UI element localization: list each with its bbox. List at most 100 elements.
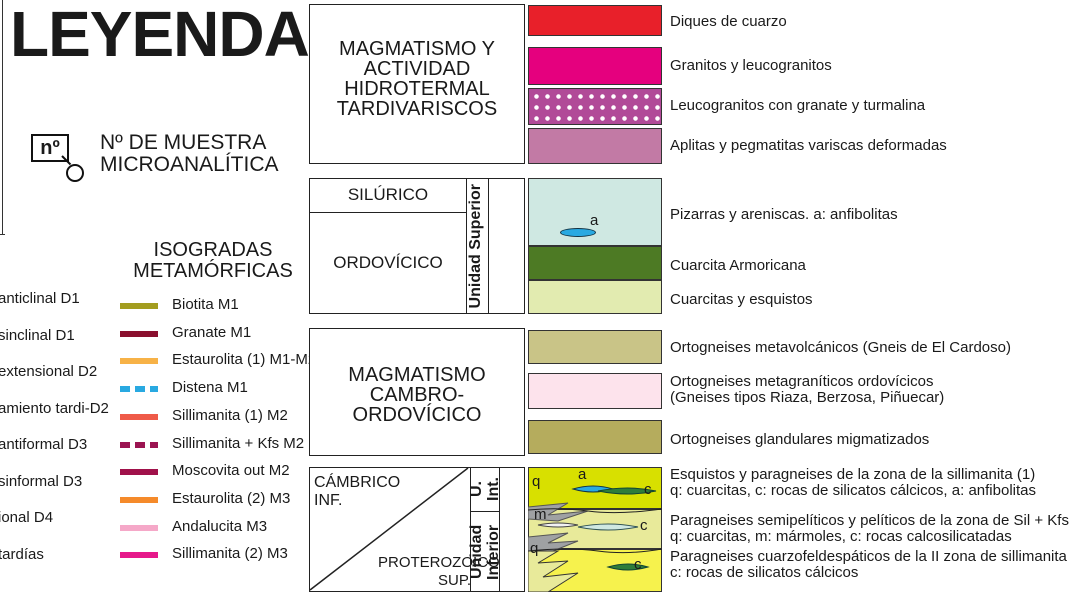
structure-label: ional D4	[0, 509, 54, 526]
unit-description: Ortogneises glandulares migmatizados	[670, 432, 929, 448]
unit-description-line: Paragneises semipelíticos y pelíticos de…	[670, 512, 1069, 529]
isogradas-title-line2: METAMÓRFICAS	[133, 260, 293, 282]
unit-boundary	[528, 508, 662, 514]
lens-symbol: a	[578, 466, 587, 483]
unit-swatch	[528, 420, 662, 454]
unit-swatch	[528, 178, 662, 246]
unit-description-line: c: rocas de silicatos cálcicos	[670, 564, 859, 581]
unit-description: Ortogneises metavolcánicos (Gneis de El …	[670, 340, 1011, 356]
isograd-swatch	[120, 496, 158, 503]
zigzag-boundary	[528, 550, 579, 592]
legend-title: LEYENDA	[10, 0, 310, 70]
proterozoico-label: PROTEROZOICO	[378, 554, 500, 571]
lens-symbol: m	[534, 506, 547, 523]
ordovicico-cell: ORDOVÍCICO	[310, 213, 467, 313]
calcsilicate-lens-2	[606, 563, 650, 571]
unit-description: Diques de cuarzo	[670, 14, 787, 30]
unit-description-line: (Gneises tipos Riaza, Berzosa, Piñuecar)	[670, 389, 945, 406]
unit-description-line: Ortogneises glandulares migmatizados	[670, 431, 930, 448]
unit-swatch	[528, 330, 662, 364]
lens-symbol: c	[644, 481, 652, 498]
ordovicico-label: ORDOVÍCICO	[333, 253, 443, 272]
isograd-label: Andalucita M3	[172, 517, 268, 535]
unit-description-line: Ortogneises metavolcánicos (Gneis de El …	[670, 339, 1011, 356]
lens-symbol: q	[532, 473, 541, 490]
u-int-cell: U. Int.	[468, 468, 502, 512]
isograd-swatch	[120, 441, 158, 448]
unit-description-line: Diques de cuarzo	[670, 13, 787, 30]
isograd-label: Sillimanita + Kfs M2	[172, 434, 305, 452]
unit-swatch	[528, 246, 662, 280]
unit-description: Granitos y leucogranitos	[670, 58, 832, 74]
group-magmatismo-tardi: MAGMATISMO Y ACTIVIDAD HIDROTERMAL TARDI…	[309, 4, 525, 164]
unit-swatch	[528, 88, 662, 125]
anfibolita-symbol: a	[590, 212, 599, 229]
quartzite-lens-2	[528, 532, 579, 552]
unidad-inferior-cell: Unidad Inferior	[468, 512, 502, 592]
unit-boundary-2	[528, 548, 662, 554]
isogradas-title: ISOGRADAS METAMÓRFICAS	[118, 240, 308, 282]
unit-description: Cuarcita Armoricana	[670, 258, 806, 274]
silurico-label: SILÚRICO	[347, 185, 429, 204]
unit-description: Cuarcitas y esquistos	[670, 292, 813, 308]
unit-description: Ortogneises metagraníticos ordovícicos(G…	[670, 374, 944, 406]
unit-description-line: Cuarcita Armoricana	[670, 257, 806, 274]
lens-symbol: q	[530, 540, 539, 557]
structure-label: antiformal D3	[0, 436, 88, 453]
group-magmatismo-cambro-label: MAGMATISMO CAMBRO- ORDOVÍCICO	[348, 364, 486, 426]
silurico-cell: SILÚRICO	[310, 179, 467, 213]
group-magmatismo-cambro: MAGMATISMO CAMBRO- ORDOVÍCICO	[309, 328, 525, 456]
sup-label: SUP.	[438, 572, 472, 589]
sample-circle-icon	[66, 164, 84, 182]
isograd-label: Distena M1	[172, 379, 248, 397]
unit-description-line: Cuarcitas y esquistos	[670, 291, 813, 308]
unit-description-line: Granitos y leucogranitos	[670, 57, 832, 74]
unit-swatch	[528, 280, 662, 314]
marble-lens	[537, 522, 579, 528]
isograd-swatch	[120, 552, 158, 559]
u-int-label: U. Int.	[468, 477, 502, 502]
isograd-swatch	[120, 303, 158, 309]
structure-label: amiento tardi-D2	[0, 399, 109, 417]
isograd-label: Moscovita out M2	[172, 462, 290, 480]
unit-description-line: Esquistos y paragneises de la zona de la…	[670, 466, 1036, 483]
unit-description-line: q: cuarcitas, c: rocas de silicatos cálc…	[670, 482, 1036, 499]
isograd-label: Biotita M1	[172, 296, 239, 313]
isograd-swatch	[120, 358, 158, 365]
unit-description-line: q: cuarcitas, m: mármoles, c: rocas calc…	[670, 528, 1012, 545]
lens-symbol: c	[640, 517, 648, 534]
unidad-superior-label: Unidad Superior	[467, 183, 484, 309]
isograd-label: Sillimanita (2) M3	[172, 545, 288, 563]
sample-label: Nº DE MUESTRA MICROANALÍTICA	[100, 132, 279, 176]
sample-number-symbol: nº	[31, 134, 69, 162]
structure-label: extensional D2	[0, 363, 98, 380]
unit-description-line: Pizarras y areniscas. a: anfibolitas	[670, 206, 898, 223]
sample-label-line2: MICROANALÍTICA	[100, 153, 279, 176]
unit-swatch	[528, 5, 662, 36]
unit-description-line: Paragneises cuarzofeldespáticos de la II…	[670, 548, 1067, 565]
isograd-label: Estaurolita (1) M1-M2	[172, 351, 317, 369]
unit-description-line: Leucogranitos con granate y turmalina	[670, 97, 926, 114]
isograd-swatch	[120, 469, 158, 476]
unit-description-line: Ortogneises metagraníticos ordovícicos	[670, 373, 934, 390]
calcsilicate-lens	[597, 487, 657, 495]
sample-label-line1: Nº DE MUESTRA	[100, 131, 267, 154]
structure-label: sinformal D3	[0, 472, 83, 490]
isograd-label: Granate M1	[172, 323, 252, 341]
lens-symbol: c	[634, 556, 642, 573]
isogradas-title-line1: ISOGRADAS	[153, 239, 273, 261]
group-basement: CÁMBRICO INF. PROTEROZOICO SUP. U. Int. …	[309, 467, 525, 592]
unit-description-line: Aplitas y pegmatitas variscas deformadas	[670, 137, 947, 154]
group-paleozoic: SILÚRICO ORDOVÍCICO Unidad Superior	[309, 178, 525, 314]
unit-description: Paragneises semipelíticos y pelíticos de…	[670, 513, 1069, 545]
cambrico-label: CÁMBRICO INF.	[314, 474, 401, 509]
isograd-swatch	[120, 386, 158, 393]
structure-label: sinclinal D1	[0, 326, 75, 344]
group-magmatismo-tardi-label: MAGMATISMO Y ACTIVIDAD HIDROTERMAL TARDI…	[336, 38, 498, 120]
unit-description: Paragneises cuarzofeldespáticos de la II…	[670, 549, 1067, 581]
unit-description: Leucogranitos con granate y turmalina	[670, 98, 925, 114]
unit-swatch	[528, 128, 662, 164]
unit-description: Esquistos y paragneises de la zona de la…	[670, 467, 1036, 499]
unit-description: Pizarras y areniscas. a: anfibolitas	[670, 207, 898, 223]
unit-swatch	[528, 47, 662, 85]
